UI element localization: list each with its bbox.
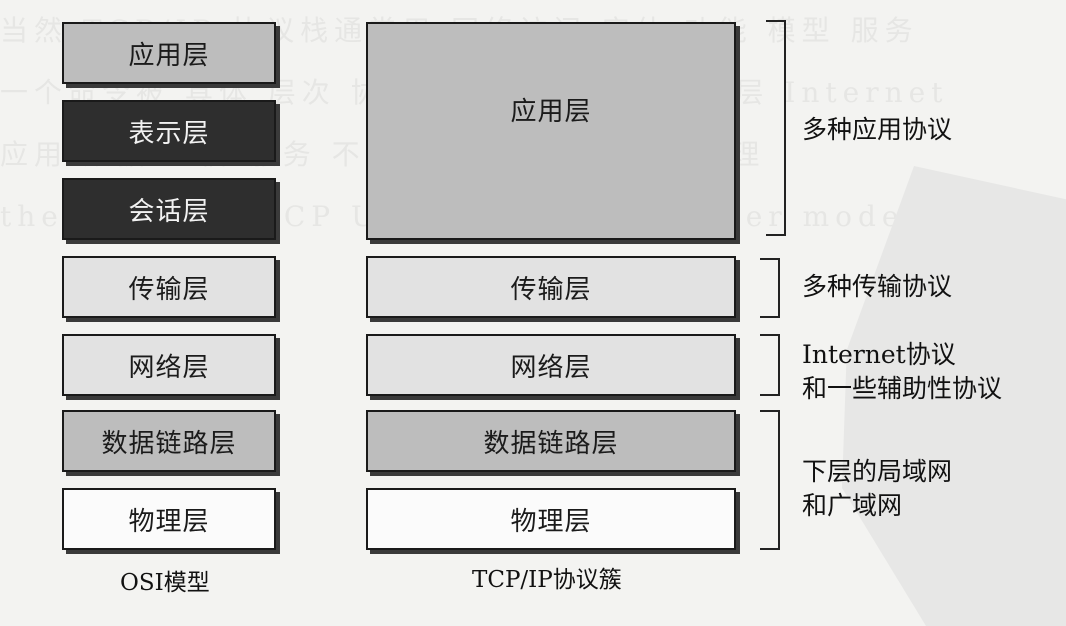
protocol-line: 多种传输协议	[802, 272, 953, 301]
protocol-label-link: 下层的局域网 和广域网	[802, 455, 952, 523]
osi-layer-application: 应用层	[62, 22, 276, 84]
osi-layer-physical: 物理层	[62, 488, 276, 550]
protocol-line: 多种应用协议	[802, 115, 953, 144]
osi-layer-label: 物理层	[128, 506, 210, 537]
protocol-label-network: Internet协议 和一些辅助性协议	[802, 338, 1002, 406]
brace-network	[760, 334, 780, 396]
osi-layer-label: 数据链路层	[101, 428, 237, 459]
brace-application	[766, 20, 786, 236]
tcpip-layer-physical: 物理层	[366, 488, 736, 550]
tcpip-layer-label: 应用层	[510, 96, 592, 127]
osi-layer-label: 应用层	[128, 40, 210, 71]
tcpip-layer-label: 传输层	[510, 274, 592, 305]
osi-layer-data-link: 数据链路层	[62, 410, 276, 472]
osi-caption: OSI模型	[120, 570, 210, 596]
tcpip-layer-label: 网络层	[510, 352, 592, 383]
brace-transport	[760, 258, 780, 318]
osi-layer-session: 会话层	[62, 178, 276, 240]
osi-layer-presentation: 表示层	[62, 100, 276, 162]
tcpip-layer-transport: 传输层	[366, 256, 736, 318]
osi-layer-label: 表示层	[128, 118, 210, 149]
protocol-line: 和广域网	[802, 491, 903, 520]
osi-layer-label: 传输层	[128, 274, 210, 305]
osi-layer-network: 网络层	[62, 334, 276, 396]
tcpip-layer-label: 数据链路层	[483, 428, 619, 459]
protocol-line: 和一些辅助性协议	[802, 374, 1003, 403]
tcpip-layer-network: 网络层	[366, 334, 736, 396]
tcpip-layer-data-link: 数据链路层	[366, 410, 736, 472]
brace-link-physical	[760, 410, 780, 550]
osi-layer-label: 会话层	[128, 196, 210, 227]
tcpip-caption: TCP/IP协议簇	[472, 567, 622, 593]
protocol-line: Internet协议	[802, 340, 956, 369]
protocol-line: 下层的局域网	[802, 457, 953, 486]
tcpip-layer-application: 应用层	[366, 22, 736, 240]
osi-layer-label: 网络层	[128, 352, 210, 383]
protocol-label-application: 多种应用协议	[802, 113, 952, 147]
tcpip-layer-label: 物理层	[510, 506, 592, 537]
osi-layer-transport: 传输层	[62, 256, 276, 318]
protocol-label-transport: 多种传输协议	[802, 270, 952, 304]
